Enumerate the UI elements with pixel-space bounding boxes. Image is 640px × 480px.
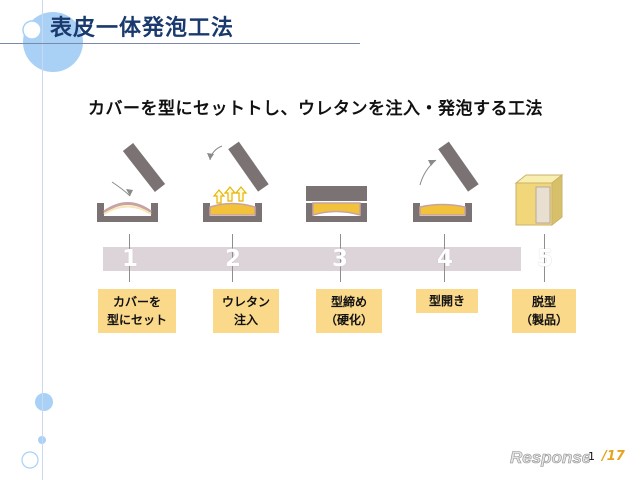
page-number: 1 — [588, 450, 595, 463]
page-title: 表皮一体発泡工法 — [50, 16, 235, 41]
step4-lid — [438, 141, 479, 192]
vertical-rule — [42, 0, 43, 480]
step2-illustration — [203, 141, 269, 222]
step3-label: 型締め （硬化） — [316, 289, 382, 333]
step4-arrow — [419, 159, 437, 186]
step5-illustration — [514, 173, 564, 227]
step-illustrations — [97, 141, 564, 227]
step5-number: 5 — [536, 246, 553, 272]
step2-lid — [228, 141, 269, 192]
step2-arrow — [209, 145, 223, 161]
step2-number: 2 — [224, 246, 241, 272]
step1-illustration — [97, 143, 166, 222]
step4-illustration — [413, 141, 479, 222]
step3-illustration — [306, 186, 367, 222]
step3-number: 3 — [331, 246, 348, 272]
process-subtitle: カバーを型にセットトし、ウレタンを注入・発泡する工法 — [88, 99, 543, 119]
step1-arrow — [111, 181, 131, 197]
step4-tick — [444, 234, 445, 282]
step1-lid — [122, 143, 166, 193]
step4-label: 型開き — [416, 289, 478, 313]
step2-label: ウレタン 注入 — [213, 289, 279, 333]
step5-label: 脱型 （製品） — [512, 289, 576, 333]
response-logo-text: Response. — [510, 448, 590, 467]
deco-circle-ring-bottom — [21, 451, 39, 469]
step5-tick — [544, 234, 545, 282]
step1-number: 1 — [121, 246, 138, 272]
step-track — [103, 247, 521, 271]
title-underline — [0, 43, 360, 44]
step1-tick — [129, 234, 130, 282]
step2-tick — [232, 234, 233, 282]
deco-circle-small — [35, 393, 53, 411]
step3-tick — [340, 234, 341, 282]
step4-number: 4 — [436, 246, 453, 272]
foam-rise-arrows — [212, 186, 248, 204]
deco-circle-ring-top — [22, 20, 42, 40]
page-total: /17 — [602, 449, 625, 464]
step1-label: カバーを 型にセット — [98, 289, 176, 333]
response-logo: Response. — [510, 448, 590, 468]
